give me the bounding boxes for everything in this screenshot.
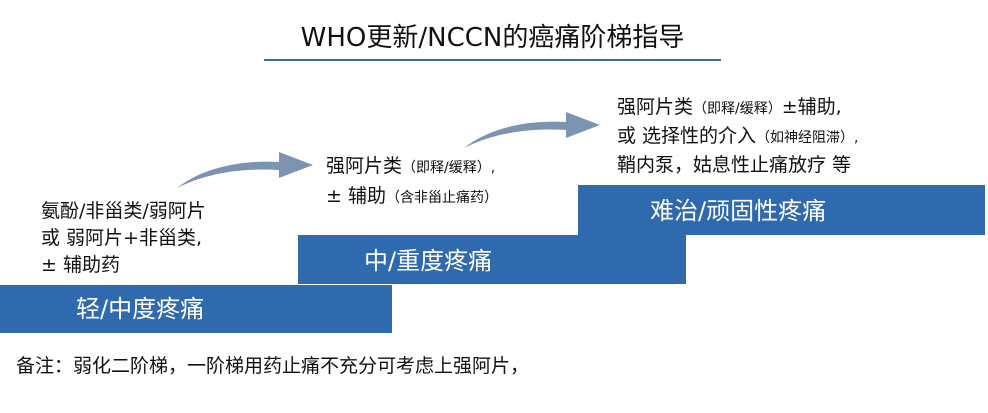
step-2-desc-line: ± 辅助（含非甾止痛药） (326, 182, 498, 212)
step-1-desc-line: 氨酚/非甾类/弱阿片 (41, 200, 206, 222)
step-2-moderate-severe-pain: 中/重度疼痛 (298, 235, 686, 284)
step-3-description: 强阿片类（即释/缓释）±辅助, 或 选择性的介入（如神经阻滞）, 鞘内泵，姑息性… (617, 94, 859, 179)
title-underline (264, 59, 721, 61)
step-1-label: 轻/中度疼痛 (76, 295, 205, 323)
desc-annotation: （即释/缓释） (693, 101, 782, 117)
step-3-refractory-pain: 难治/顽固性疼痛 (578, 185, 985, 235)
step-2-label: 中/重度疼痛 (364, 247, 493, 275)
desc-main-text: 强阿片类 (326, 155, 403, 177)
desc-tail-text: ±辅助, (781, 96, 842, 118)
curved-arrow-right-icon (464, 112, 600, 148)
step-1-description: 氨酚/非甾类/弱阿片 或 弱阿片+非甾类, ± 辅助药 (41, 198, 206, 279)
step-3-desc-line: 鞘内泵，姑息性止痛放疗 等 (617, 152, 859, 179)
desc-annotation: （即释/缓释）, (402, 160, 496, 176)
desc-main-text: 鞘内泵，姑息性止痛放疗 等 (617, 154, 852, 176)
desc-main-text: 或 选择性的介入 (617, 125, 757, 147)
step-1-mild-moderate-pain: 轻/中度疼痛 (0, 285, 392, 333)
footnote: 备注：弱化二阶梯，一阶梯用药止痛不充分可考虑上强阿片， (16, 355, 530, 377)
diagram-title: WHO更新/NCCN的癌痛阶梯指导 (300, 23, 685, 53)
step-2-desc-line: 强阿片类（即释/缓释）, (326, 152, 498, 182)
step-3-label: 难治/顽固性疼痛 (650, 197, 827, 225)
desc-annotation: （含非甾止痛药） (385, 190, 498, 206)
step-1-desc-line: ± 辅助药 (41, 254, 120, 276)
desc-main-text: ± 辅助 (326, 185, 386, 207)
step-2-description: 强阿片类（即释/缓释）, ± 辅助（含非甾止痛药） (326, 152, 498, 212)
desc-annotation: （如神经阻滞）, (756, 130, 859, 146)
curved-arrow-right-icon (177, 152, 313, 188)
step-3-desc-line: 强阿片类（即释/缓释）±辅助, (617, 94, 859, 123)
step-1-desc-line: 或 弱阿片+非甾类, (41, 227, 202, 249)
right-margin (985, 0, 988, 413)
desc-main-text: 强阿片类 (617, 96, 694, 118)
step-3-desc-line: 或 选择性的介入（如神经阻滞）, (617, 123, 859, 152)
